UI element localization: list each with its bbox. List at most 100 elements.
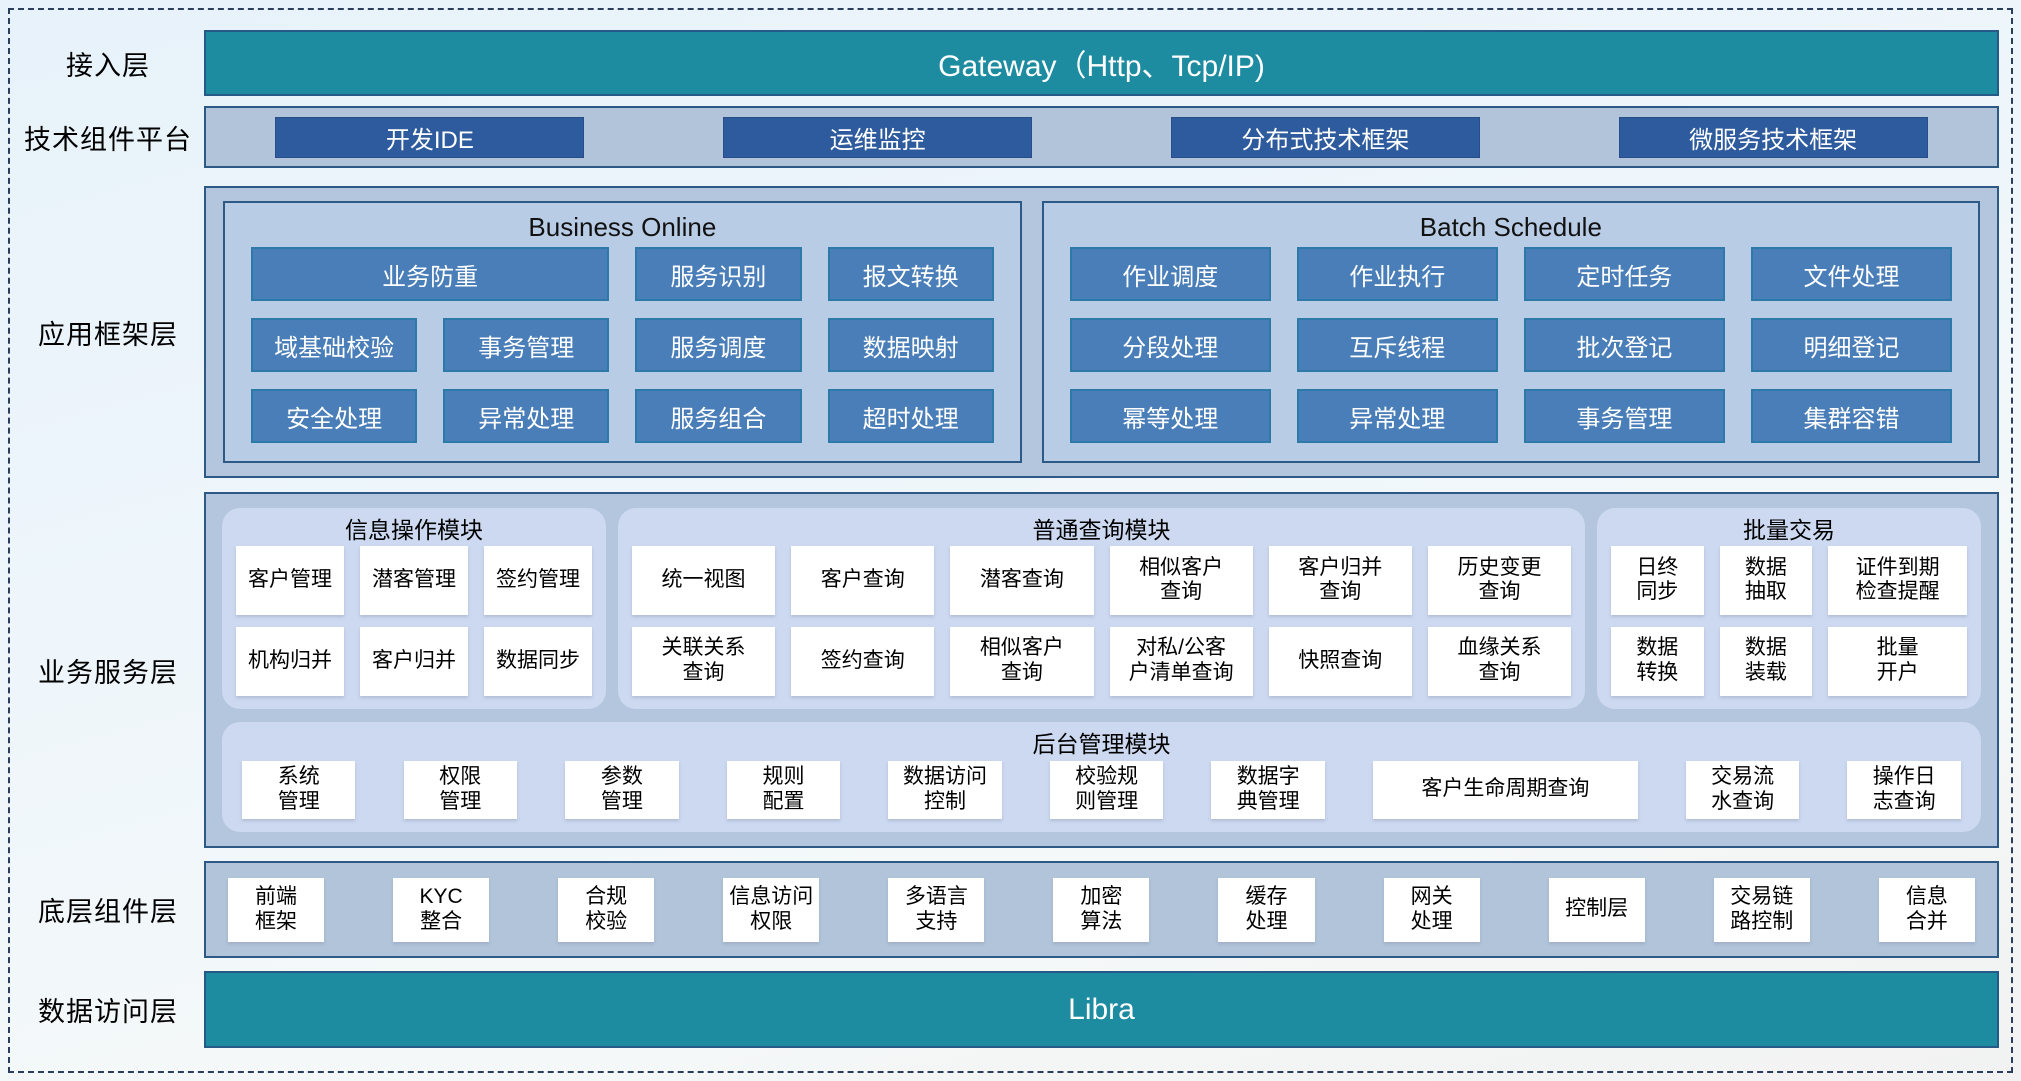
service-module: 普通查询模块统一视图客户查询潜客查询相似客户 查询客户归并 查询历史变更 查询关… bbox=[617, 508, 1586, 709]
admin-module: 后台管理模块 系统 管理权限 管理参数 管理规则 配置数据访问 控制校验规 则管… bbox=[222, 721, 1981, 832]
framework-button: 互斥线程 bbox=[1296, 318, 1498, 372]
tech-slot: 开发IDE bbox=[206, 108, 654, 166]
admin-item: 校验规 则管理 bbox=[1049, 760, 1164, 819]
service-module-title: 批量交易 bbox=[1743, 517, 1836, 543]
framework-button: 服务组合 bbox=[635, 389, 802, 443]
service-module-title: 信息操作模块 bbox=[344, 517, 483, 543]
framework-button: 数据映射 bbox=[827, 318, 994, 372]
framework-button: 文件处理 bbox=[1750, 247, 1952, 301]
base-item: 多语言 支持 bbox=[888, 877, 985, 942]
business-service-band: 业务服务层 信息操作模块客户管理潜客管理签约管理机构归并客户归并数据同步 普通查询… bbox=[12, 492, 1999, 848]
service-item: 客户归并 查询 bbox=[1268, 546, 1412, 615]
service-module: 批量交易日终 同步数据 抽取证件到期 检查提醒数据 转换数据 装载批量 开户 bbox=[1597, 508, 1981, 709]
service-item: 血缘关系 查询 bbox=[1427, 626, 1572, 696]
base-item: 信息 合并 bbox=[1878, 877, 1975, 942]
framework-button: 集群容错 bbox=[1750, 389, 1952, 443]
service-item: 签约查询 bbox=[791, 626, 935, 696]
access-layer-band: 接入层 Gateway（Http、Tcp/IP) bbox=[12, 30, 1999, 96]
tech-button: 微服务技术框架 bbox=[1618, 116, 1928, 158]
base-item: 网关 处理 bbox=[1383, 877, 1480, 942]
service-module: 信息操作模块客户管理潜客管理签约管理机构归并客户归并数据同步 bbox=[222, 508, 606, 709]
layer-label-business-service: 业务服务层 bbox=[38, 657, 178, 688]
framework-button: 分段处理 bbox=[1069, 318, 1271, 372]
service-item: 关联关系 查询 bbox=[631, 626, 776, 696]
service-item: 签约管理 bbox=[483, 546, 592, 615]
admin-item: 客户生命周期查询 bbox=[1373, 760, 1638, 819]
framework-button: 幂等处理 bbox=[1069, 389, 1271, 443]
tech-slot: 运维监控 bbox=[654, 108, 1102, 166]
base-item: 前端 框架 bbox=[228, 877, 325, 942]
framework-button: 报文转换 bbox=[827, 247, 994, 301]
tech-slot: 微服务技术框架 bbox=[1549, 108, 1997, 166]
admin-item: 参数 管理 bbox=[565, 760, 679, 819]
service-item: 数据同步 bbox=[483, 626, 592, 696]
base-item: 缓存 处理 bbox=[1218, 877, 1315, 942]
service-item: 统一视图 bbox=[631, 546, 776, 615]
base-item: 信息访问 权限 bbox=[723, 877, 820, 942]
framework-button: 超时处理 bbox=[827, 389, 994, 443]
admin-item: 规则 配置 bbox=[726, 760, 841, 819]
tech-button: 分布式技术框架 bbox=[1170, 116, 1480, 158]
framework-button: 定时任务 bbox=[1523, 247, 1725, 301]
base-item: 交易链 路控制 bbox=[1713, 877, 1810, 942]
libra-bar: Libra bbox=[204, 971, 1999, 1048]
service-item: 潜客管理 bbox=[359, 546, 468, 615]
base-item: 控制层 bbox=[1548, 877, 1645, 942]
framework-button: 业务防重 bbox=[251, 247, 610, 301]
service-module-title: 普通查询模块 bbox=[1032, 517, 1171, 543]
framework-button: 域基础校验 bbox=[251, 318, 418, 372]
admin-module-title: 后台管理模块 bbox=[1032, 730, 1171, 757]
service-item: 数据 转换 bbox=[1611, 626, 1704, 696]
framework-panel: Batch Schedule 作业调度作业执行定时任务文件处理分段处理互斥线程批次… bbox=[1041, 201, 1980, 463]
architecture-diagram: 接入层 Gateway（Http、Tcp/IP) 技术组件平台 开发IDE 运维监… bbox=[8, 8, 2013, 1073]
framework-button: 明细登记 bbox=[1750, 318, 1952, 372]
service-item: 快照查询 bbox=[1268, 626, 1412, 696]
layer-label-access: 接入层 bbox=[66, 50, 150, 81]
service-modules: 信息操作模块客户管理潜客管理签约管理机构归并客户归并数据同步 普通查询模块统一视图… bbox=[222, 508, 1981, 709]
layer-label-base-components: 底层组件层 bbox=[38, 897, 178, 927]
gateway-bar: Gateway（Http、Tcp/IP) bbox=[204, 30, 1999, 96]
layer-label-data-access: 数据访问层 bbox=[38, 997, 178, 1027]
service-item: 相似客户 查询 bbox=[1109, 546, 1253, 615]
tech-button: 运维监控 bbox=[723, 116, 1033, 158]
admin-item: 数据访问 控制 bbox=[888, 760, 1002, 819]
module-grid: 统一视图客户查询潜客查询相似客户 查询客户归并 查询历史变更 查询关联关系 查询… bbox=[631, 546, 1572, 696]
admin-item: 系统 管理 bbox=[242, 760, 356, 819]
layer-label-tech-platform: 技术组件平台 bbox=[24, 124, 192, 155]
module-grid: 客户管理潜客管理签约管理机构归并客户归并数据同步 bbox=[236, 546, 592, 696]
framework-button: 事务管理 bbox=[1523, 389, 1725, 443]
business-service-box: 信息操作模块客户管理潜客管理签约管理机构归并客户归并数据同步 普通查询模块统一视图… bbox=[204, 492, 1999, 848]
module-grid: 日终 同步数据 抽取证件到期 检查提醒数据 转换数据 装载批量 开户 bbox=[1611, 546, 1967, 696]
service-item: 客户查询 bbox=[791, 546, 935, 615]
base-item: 加密 算法 bbox=[1053, 877, 1150, 942]
framework-grid: 业务防重服务识别报文转换域基础校验事务管理服务调度数据映射安全处理异常处理服务组… bbox=[251, 247, 994, 443]
framework-button: 作业调度 bbox=[1069, 247, 1271, 301]
framework-button: 服务调度 bbox=[635, 318, 802, 372]
service-item: 客户归并 bbox=[359, 626, 468, 696]
service-item: 相似客户 查询 bbox=[950, 626, 1094, 696]
layer-label-app-framework: 应用框架层 bbox=[38, 319, 178, 350]
service-item: 潜客查询 bbox=[950, 546, 1094, 615]
framework-button: 安全处理 bbox=[251, 389, 418, 443]
framework-button: 异常处理 bbox=[1296, 389, 1498, 443]
framework-button: 服务识别 bbox=[635, 247, 802, 301]
framework-grid: 作业调度作业执行定时任务文件处理分段处理互斥线程批次登记明细登记幂等处理异常处理… bbox=[1069, 247, 1952, 443]
service-item: 数据 装载 bbox=[1719, 626, 1813, 696]
admin-item: 数据字 典管理 bbox=[1211, 760, 1325, 819]
framework-button: 批次登记 bbox=[1523, 318, 1725, 372]
service-item: 证件到期 检查提醒 bbox=[1828, 546, 1967, 615]
base-item: 合规 校验 bbox=[558, 877, 655, 942]
framework-panel-title: Batch Schedule bbox=[1419, 211, 1602, 242]
tech-slot: 分布式技术框架 bbox=[1102, 108, 1550, 166]
data-access-band: 数据访问层 Libra bbox=[12, 971, 1999, 1048]
framework-button: 作业执行 bbox=[1296, 247, 1498, 301]
service-item: 历史变更 查询 bbox=[1427, 546, 1572, 615]
admin-item: 权限 管理 bbox=[403, 760, 518, 819]
admin-items: 系统 管理权限 管理参数 管理规则 配置数据访问 控制校验规 则管理数据字 典管… bbox=[242, 760, 1961, 820]
tech-button: 开发IDE bbox=[275, 116, 585, 158]
